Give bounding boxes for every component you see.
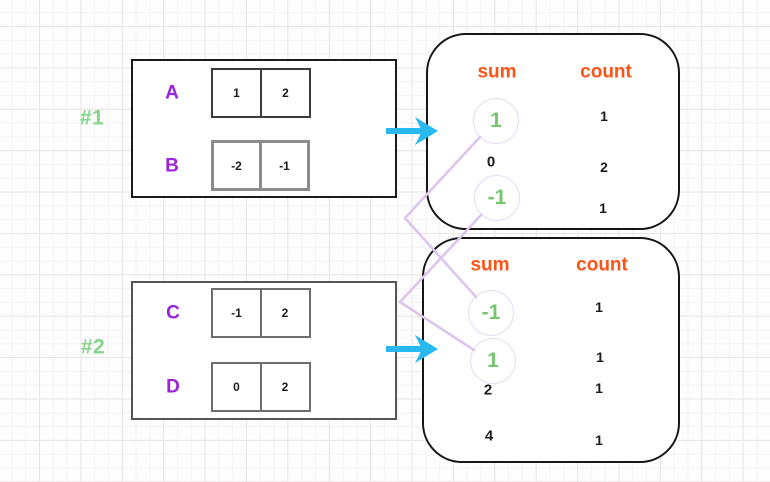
array-d-cell-0: 0 — [211, 362, 262, 412]
example2-count-header: count — [576, 254, 628, 276]
example2-row3-count: 1 — [595, 380, 603, 396]
array-c-cell-0: -1 — [211, 288, 262, 338]
example2-row1-sum-highlighted: -1 — [468, 290, 514, 336]
example1-row3-sum-highlighted: -1 — [474, 175, 520, 221]
array-c-cell-1: 2 — [259, 288, 311, 338]
array-a-cell-1: 2 — [260, 68, 311, 118]
array-d-name: D — [166, 376, 180, 398]
array-b-name: B — [165, 155, 179, 177]
array-a-cells: 1 2 — [211, 68, 311, 118]
array-c-name: C — [166, 302, 180, 324]
example2-row1-count: 1 — [595, 299, 603, 315]
example2-row2-sum-highlighted: 1 — [470, 338, 516, 384]
array-b-cell-1: -1 — [259, 140, 310, 191]
array-b-cells: -2 -1 — [211, 140, 310, 191]
example2-row2-count: 1 — [596, 349, 604, 365]
example2-sum-header: sum — [470, 254, 510, 276]
example2-label: #2 — [80, 335, 106, 359]
example2-row4-count: 1 — [595, 432, 603, 448]
example1-row1-sum-highlighted: 1 — [473, 98, 519, 144]
example1-sum-table — [426, 33, 680, 230]
example2-row4-sum: 4 — [484, 427, 494, 445]
example1-label: #1 — [79, 106, 105, 130]
example2-sum-table — [422, 237, 680, 463]
example1-row2-count: 2 — [600, 159, 608, 175]
array-d-cell-1: 2 — [259, 362, 311, 412]
example1-row2-sum: 0 — [486, 153, 496, 171]
array-a-name: A — [165, 82, 179, 104]
example1-row1-count: 1 — [600, 108, 608, 124]
array-a-cell-0: 1 — [211, 68, 262, 118]
example1-sum-header: sum — [477, 61, 517, 83]
example1-count-header: count — [580, 61, 632, 83]
array-c-cells: -1 2 — [211, 288, 311, 338]
array-b-cell-0: -2 — [211, 140, 262, 191]
array-d-cells: 0 2 — [211, 362, 311, 412]
example1-row3-count: 1 — [599, 200, 607, 216]
example2-row3-sum: 2 — [483, 381, 493, 399]
